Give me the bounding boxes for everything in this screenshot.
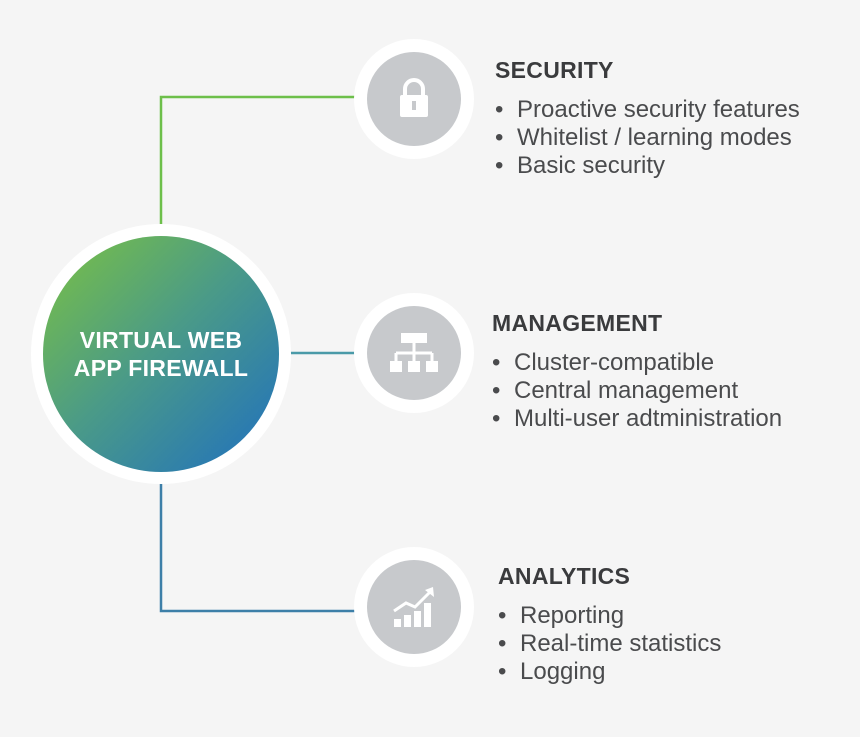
bullet-text: Proactive security features xyxy=(517,96,800,123)
feature-management: MANAGEMENT • Cluster-compatible • Central … xyxy=(492,310,782,433)
bullet-dot: • xyxy=(495,124,504,151)
analytics-icon-disc xyxy=(367,560,461,654)
bullet-text: Reporting xyxy=(520,602,625,629)
bullet-text: Central management xyxy=(514,377,739,404)
management-icon-halo xyxy=(354,293,474,413)
bullet-dot: • xyxy=(495,152,504,179)
bullet-dot: • xyxy=(498,630,507,657)
security-icon-halo xyxy=(354,39,474,159)
list-item: • Central management xyxy=(492,377,782,405)
list-item: • Whitelist / learning modes xyxy=(495,124,800,152)
security-icon-disc xyxy=(367,52,461,146)
bullet-text: Whitelist / learning modes xyxy=(517,124,792,151)
bullet-text: Real-time statistics xyxy=(520,630,722,657)
list-item: • Proactive security features xyxy=(495,96,800,124)
feature-analytics: ANALYTICS • Reporting • Real-time statisti… xyxy=(498,563,721,686)
hub-title-line1: VIRTUAL WEB xyxy=(79,327,243,353)
bullet-text: Cluster-compatible xyxy=(514,349,715,376)
hub-title-line2: APP FIREWALL xyxy=(73,355,249,381)
list-item: • Real-time statistics xyxy=(498,630,721,658)
bullet-text: Basic security xyxy=(517,152,666,179)
growth-chart-icon xyxy=(393,587,434,627)
bullet-list: • Reporting • Real-time statistics • Loggin… xyxy=(498,602,721,686)
lock-icon xyxy=(400,78,428,117)
bullet-dot: • xyxy=(495,96,504,123)
list-item: • Basic security xyxy=(495,152,800,180)
bullet-dot: • xyxy=(498,658,507,685)
bullet-list: •Cluster-compatible •Central management … xyxy=(492,349,782,433)
connector-security xyxy=(159,95,356,226)
bullet-dot: • xyxy=(498,602,507,629)
list-item: • Cluster-compatible xyxy=(492,349,782,377)
list-item: • Reporting xyxy=(498,602,721,630)
feature-title: MANAGEMENT xyxy=(492,310,663,336)
feature-security: SECURITY • Proactive security features • W… xyxy=(495,57,800,180)
list-item: • Logging xyxy=(498,658,721,686)
bullet-dot: • xyxy=(492,349,501,376)
feature-title: ANALYTICS xyxy=(498,563,631,589)
bullet-text: Logging xyxy=(520,658,606,685)
hierarchy-icon xyxy=(390,333,438,372)
bullet-dot: • xyxy=(492,405,501,432)
list-item: • Multi-user adtministration xyxy=(492,405,782,433)
bullet-dot: • xyxy=(492,377,501,404)
hub-circle: VIRTUAL WEB APP FIREWALL xyxy=(43,236,279,472)
connector-analytics xyxy=(159,483,356,613)
feature-title: SECURITY xyxy=(495,57,614,83)
bullet-text: Multi-user adtministration xyxy=(514,405,783,432)
analytics-icon-halo xyxy=(354,547,474,667)
bullet-list: • Proactive security features • Whitelist … xyxy=(495,96,800,180)
management-icon-disc xyxy=(367,306,461,400)
